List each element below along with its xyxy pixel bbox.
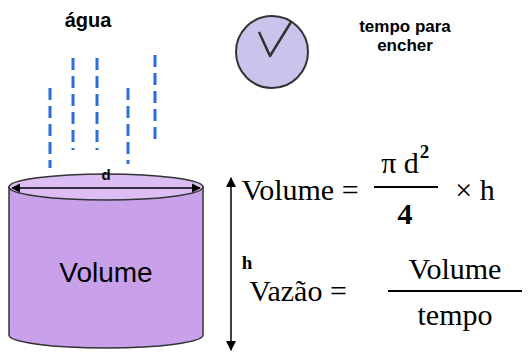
fraction-bar [388,290,522,292]
time-caption: tempo para encher [345,18,465,55]
diameter-label: d [101,167,110,184]
formula-term: Volume = [241,173,358,206]
height-label: h [242,253,253,274]
water-drops [50,55,155,168]
formula-term: π d [381,146,419,179]
formula-exponent: 2 [420,142,430,163]
fraction-bar [374,186,438,188]
diameter-dimension [12,187,200,188]
height-dimension [230,178,232,350]
water-label: água [65,9,112,31]
volume-label: Volume [59,257,152,289]
formula-term: 4 [398,197,413,230]
formula-term: Volume [409,252,502,285]
formula-term: Vazão = [249,274,347,307]
clock-icon [236,16,308,88]
cylinder-tank: Volume [8,172,204,350]
formula-term: × h [455,173,494,206]
formula-term: tempo [418,298,493,331]
